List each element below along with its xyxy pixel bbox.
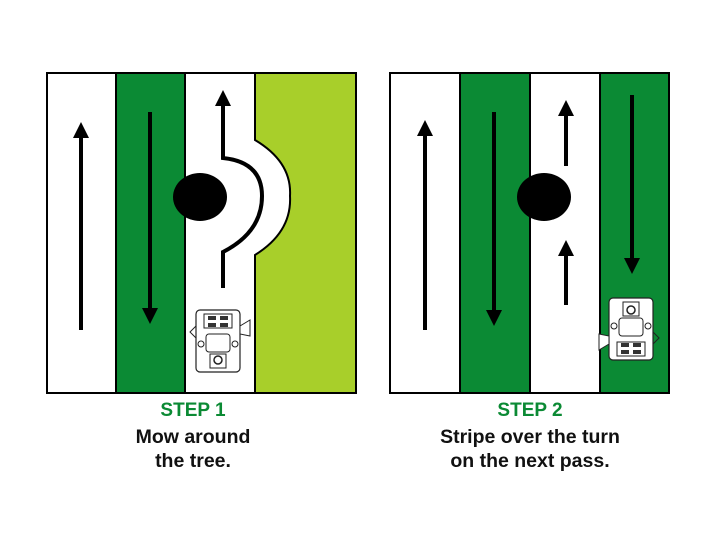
tree-icon xyxy=(517,173,571,221)
step-2-label: STEP 2 xyxy=(497,400,563,421)
panel-border xyxy=(389,72,670,394)
caption-line: Mow around xyxy=(135,426,251,448)
tree-icon xyxy=(173,173,227,221)
panel-step-1 xyxy=(46,72,357,394)
stripe-uncut-lime xyxy=(255,73,356,393)
panel-border xyxy=(46,72,357,394)
panel-step-2 xyxy=(389,72,670,394)
caption-line: Stripe over the turn xyxy=(440,426,620,448)
step-2-caption: Stripe over the turn on the next pass. xyxy=(370,425,690,473)
arrow-around-tree-icon xyxy=(215,90,265,288)
caption-line: the tree. xyxy=(155,450,231,472)
caption-line: on the next pass. xyxy=(450,450,610,472)
step-1-caption: Mow around the tree. xyxy=(33,425,353,473)
step-1-label: STEP 1 xyxy=(160,400,226,421)
